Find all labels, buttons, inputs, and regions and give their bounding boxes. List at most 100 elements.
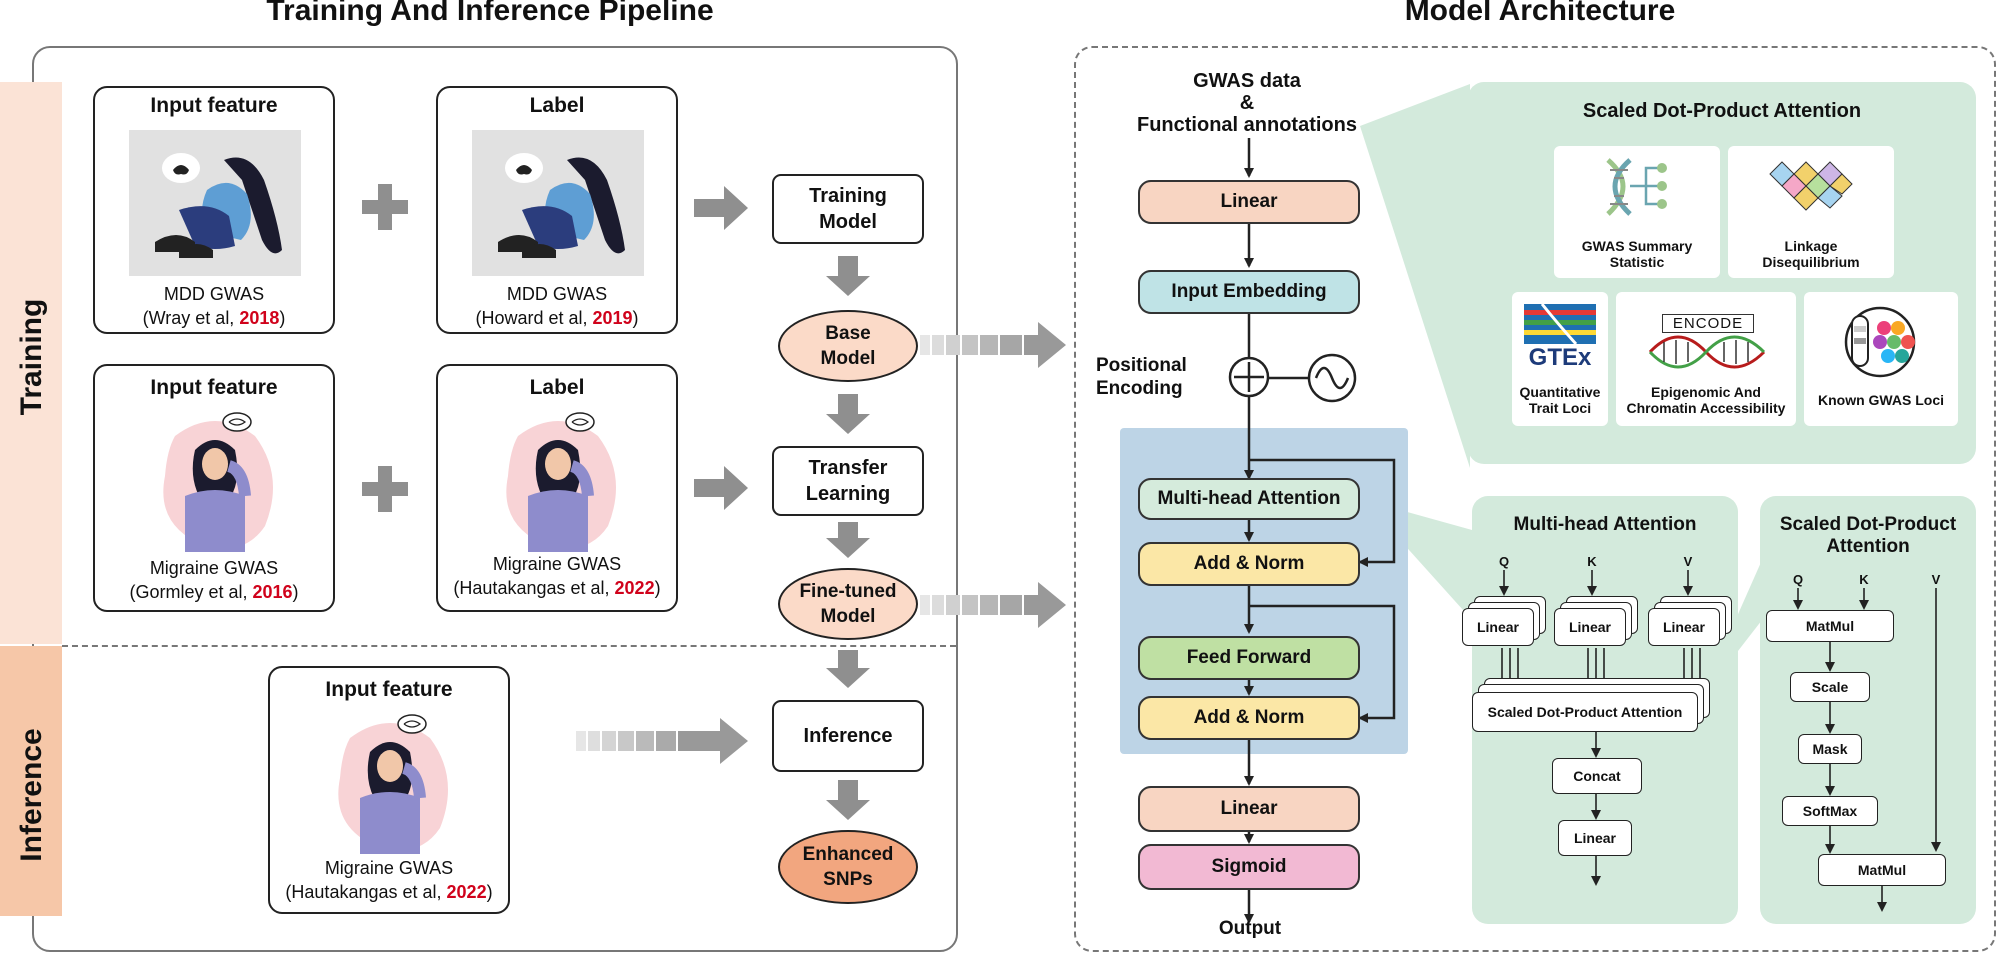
citation-close: ) (654, 578, 661, 598)
add-norm-layer-1: Add & Norm (1138, 542, 1360, 586)
feature-label: Quantitative Trait Loci (1512, 384, 1608, 416)
card-citation: (Hautakangas et al, 2022) (270, 882, 508, 903)
sdpa-detail-title: Scaled Dot-Product Attention (1760, 514, 1976, 558)
mha-linear-v: Linear (1648, 608, 1720, 646)
card-title: Label (529, 94, 585, 117)
loci-icon (1844, 306, 1916, 378)
enhanced-snps-oval: Enhanced SNPs (778, 830, 918, 904)
inference-input-card: Input feature Migraine GWAS (Hautakangas… (268, 666, 510, 914)
feature-label-line2: Disequilibrium (1762, 254, 1860, 270)
oval-label-line2: Model (820, 606, 876, 627)
sdpa-matmul-2: MatMul (1818, 854, 1946, 886)
sdpa-title-line2: Attention (1826, 536, 1910, 557)
oval-label-line2: Model (820, 348, 876, 369)
flow-label-line1: Training (809, 185, 887, 207)
faded-right-arrow-icon (920, 322, 1066, 368)
oval-label-line2: SNPs (823, 869, 873, 890)
feature-label-line1: GWAS Summary (1581, 238, 1693, 254)
inference-box: Inference (772, 700, 924, 772)
down-arrow-icon (826, 650, 870, 688)
mha-linear-k: Linear (1554, 608, 1626, 646)
base-model-oval: Base Model (778, 310, 918, 382)
citation-author: (Hautakangas et al, (453, 578, 615, 598)
linear-layer-1: Linear (1138, 180, 1360, 224)
headache-woman-illustration (338, 714, 448, 854)
mha-linear-q: Linear (1462, 608, 1534, 646)
add-circle-icon (1228, 356, 1270, 398)
citation-year: 2022 (614, 578, 655, 598)
v-label: V (1931, 572, 1941, 587)
feature-label-line1: Linkage (1784, 238, 1838, 254)
ld-diamond-icon (1769, 161, 1853, 211)
sine-wave-icon (1307, 353, 1357, 403)
feature-label-line2: Chromatin Accessibility (1626, 400, 1786, 416)
feature-label: Epigenomic And Chromatin Accessibility (1616, 384, 1796, 416)
k-label: K (1859, 572, 1869, 587)
input-embedding-layer: Input Embedding (1138, 270, 1360, 314)
arch-input-line3: Functional annotations (1137, 114, 1357, 136)
citation-author: (Wray et al, (142, 308, 240, 328)
headache-woman-illustration (163, 412, 273, 552)
q-label: Q (1792, 572, 1804, 587)
card-title: Label (529, 376, 585, 399)
linear-layer-2: Linear (1138, 786, 1360, 832)
positional-encoding-label: Positional Encoding (1096, 354, 1187, 400)
headache-woman-illustration (506, 412, 616, 552)
citation-close: ) (486, 882, 493, 902)
training-model-box: Training Model (772, 174, 924, 244)
oval-label-line1: Base (825, 323, 871, 344)
feature-label-line2: Statistic (1609, 254, 1665, 270)
citation-year: 2016 (252, 582, 293, 602)
feature-label: GWAS Summary Statistic (1554, 238, 1720, 270)
migraine-input-card: Input feature Migraine GWAS (Gormley et … (93, 364, 335, 612)
feature-panel-title: Scaled Dot-Product Attention (1582, 100, 1862, 122)
inference-band (0, 646, 62, 916)
encode-logo-text: ENCODE (1662, 314, 1754, 333)
down-arrow-icon (826, 256, 870, 296)
training-band (0, 82, 62, 644)
feed-forward-layer: Feed Forward (1138, 636, 1360, 680)
pe-line1: Positional (1096, 355, 1187, 376)
mdd-label-card: Label MDD GWAS (Howard et al, 2019) (436, 86, 678, 334)
add-norm-layer-2: Add & Norm (1138, 696, 1360, 740)
q-label: Q (1498, 554, 1510, 569)
pe-line2: Encoding (1096, 378, 1183, 399)
flow-label-line1: Transfer (808, 457, 888, 479)
feature-label-line2: Trait Loci (1528, 400, 1592, 416)
fine-tuned-model-oval: Fine-tuned Model (778, 568, 918, 640)
encode-logo-icon (1648, 335, 1766, 369)
citation-author: (Gormley et al, (129, 582, 253, 602)
sdpa-scale: Scale (1790, 672, 1870, 702)
training-inference-divider (62, 645, 956, 647)
multi-head-attention-layer: Multi-head Attention (1138, 478, 1360, 520)
architecture-panel (1074, 46, 1996, 952)
migraine-label-card: Label Migraine GWAS (Hautakangas et al, … (436, 364, 678, 612)
arch-input-line1: GWAS data (1193, 70, 1301, 92)
card-dataset: Migraine GWAS (149, 558, 279, 578)
citation-close: ) (279, 308, 286, 328)
feature-card-qtl: GTEx Quantitative Trait Loci (1512, 292, 1608, 426)
feature-label: Linkage Disequilibrium (1728, 238, 1894, 270)
citation-author: (Hautakangas et al, (285, 882, 447, 902)
card-title: Input feature (150, 94, 278, 117)
down-arrow-icon (826, 522, 870, 558)
feature-card-epigenomic: ENCODE Epigenomic And Chromatin Accessib… (1616, 292, 1796, 426)
depressed-woman-illustration (129, 130, 301, 276)
output-label: Output (1218, 918, 1282, 939)
arch-input-line2: & (1239, 92, 1255, 114)
card-citation: (Gormley et al, 2016) (95, 582, 333, 603)
card-dataset: Migraine GWAS (324, 858, 454, 878)
right-arrow-icon (694, 466, 748, 510)
card-dataset: MDD GWAS (506, 284, 608, 304)
sdpa-detail-panel (1760, 496, 1976, 924)
sdpa-matmul-1: MatMul (1766, 610, 1894, 642)
mha-panel-title: Multi-head Attention (1513, 514, 1697, 535)
citation-year: 2022 (446, 882, 487, 902)
feature-card-known-loci: Known GWAS Loci (1804, 292, 1958, 426)
mha-linear-out-box: Linear (1558, 820, 1632, 856)
citation-author: (Howard et al, (475, 308, 593, 328)
arch-input-label: GWAS data & Functional annotations (1116, 70, 1378, 136)
k-label: K (1587, 554, 1597, 569)
